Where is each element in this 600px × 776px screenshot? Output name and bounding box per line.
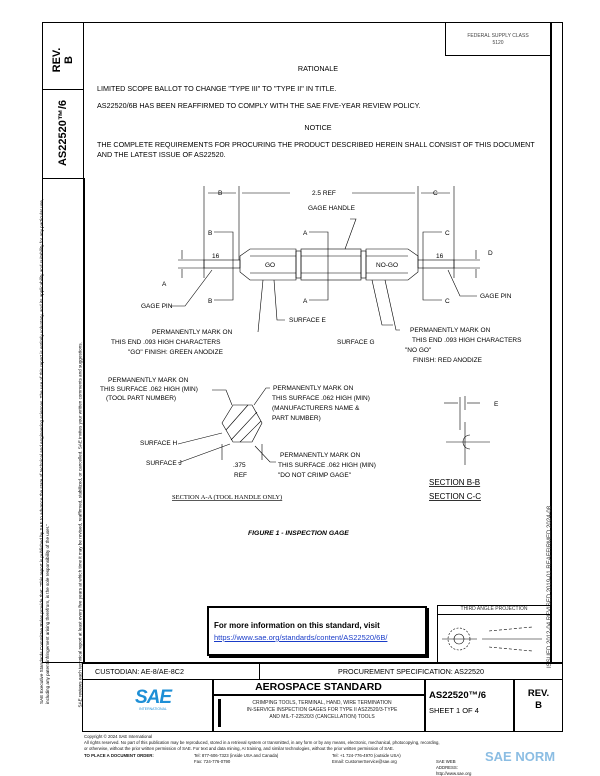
mfr-note-4: PART NUMBER)	[272, 415, 321, 422]
inspection-gage-drawing: B 2.5 REF C GAGE HANDLE B A C B A C A D …	[100, 186, 522, 537]
dim-2-5-ref: 2.5 REF	[312, 190, 336, 197]
finish-16-left: 16	[212, 253, 220, 260]
left-divider	[83, 178, 85, 663]
category: AEROSPACE STANDARD	[255, 681, 382, 693]
divider	[212, 679, 214, 732]
fsc-box	[445, 22, 551, 56]
sae-norm-watermark: SAE NORM	[485, 749, 556, 764]
mfr-note-2: THIS SURFACE .062 HIGH (MIN)	[272, 395, 370, 402]
go-label: GO	[265, 262, 275, 269]
notice-text: THE COMPLETE REQUIREMENTS FOR PROCURING …	[97, 140, 535, 159]
dim-b-label: B	[218, 190, 222, 197]
section-cc-title: SECTION C-C	[429, 492, 481, 501]
doc-number-box	[42, 89, 84, 179]
surface-e-label: SURFACE E	[289, 317, 327, 324]
rationale-1: LIMITED SCOPE BALLOT TO CHANGE "TYPE III…	[97, 84, 337, 93]
dim-a-label: A	[162, 281, 167, 288]
section-a-bottom: A	[303, 298, 308, 305]
info-text: For more information on this standard, v…	[214, 621, 380, 630]
info-link[interactable]: https://www.sae.org/standards/content/AS…	[214, 633, 388, 642]
crimp-note-1: PERMANENTLY MARK ON	[280, 452, 361, 459]
crimp-note-3: "DO NOT CRIMP GAGE"	[278, 472, 352, 479]
projection-symbol-icon	[442, 626, 542, 652]
gage-handle-label: GAGE HANDLE	[308, 205, 356, 212]
nogo-note-2: THIS END .093 HIGH CHARACTERS	[412, 337, 522, 344]
divider	[212, 694, 425, 696]
surface-j-label: SURFACE J	[146, 460, 182, 467]
finish-16-right: 16	[436, 253, 444, 260]
figure-caption: FIGURE 1 - INSPECTION GAGE	[248, 530, 349, 537]
doc-number: AS22520™/6	[429, 690, 487, 701]
crimp-note-2: THIS SURFACE .062 HIGH (MIN)	[278, 462, 376, 469]
dim-e-label: E	[494, 401, 499, 408]
sae-logo: SAE INTERNATIONAL	[134, 687, 172, 711]
document-title: CRIMPING TOOLS, TERMINAL, HAND, WIRE TER…	[246, 700, 398, 720]
divider	[424, 679, 426, 732]
section-bb-title: SECTION B-B	[429, 478, 480, 487]
no-go-label: NO-GO	[376, 262, 398, 269]
title-bar	[218, 699, 221, 727]
section-c-bottom: C	[445, 298, 450, 305]
title-block	[82, 679, 563, 732]
go-note-2: THIS END .093 HIGH CHARACTERS	[111, 339, 221, 346]
dim-375: .375	[233, 462, 246, 469]
rationale-heading: RATIONALE	[297, 64, 339, 73]
gage-pin-left: GAGE PIN	[141, 303, 173, 310]
custodian: CUSTODIAN: AE-8/AE-8C2	[95, 667, 184, 676]
part-note-1: PERMANENTLY MARK ON	[108, 377, 189, 384]
divider	[513, 679, 515, 732]
dim-375-ref: REF	[234, 472, 247, 479]
section-b-top: B	[208, 230, 212, 237]
part-note-2: THIS SURFACE .062 HIGH (MIN)	[100, 386, 198, 393]
dim-c-label: C	[433, 190, 438, 197]
mfr-note-1: PERMANENTLY MARK ON	[273, 385, 354, 392]
projection-label: THIRD ANGLE PROJECTION	[437, 606, 551, 615]
procurement: PROCUREMENT SPECIFICATION: AS22520	[338, 667, 484, 676]
right-divider	[550, 22, 552, 663]
part-note-3: (TOOL PART NUMBER)	[106, 395, 176, 402]
surface-g-label: SURFACE G	[337, 339, 375, 346]
section-c-top: C	[445, 230, 450, 237]
projection-box	[437, 605, 551, 663]
mfr-note-3: (MANUFACTURERS NAME &	[272, 405, 360, 412]
nogo-note-3: "NO GO"	[405, 347, 432, 354]
page-frame	[42, 22, 563, 663]
nogo-note-1: PERMANENTLY MARK ON	[410, 327, 491, 334]
footer: Copyright © 2024 SAE International All r…	[84, 734, 472, 776]
go-note-3: "GO" FINISH: GREEN ANODIZE	[128, 349, 224, 356]
go-note-1: PERMANENTLY MARK ON	[152, 329, 233, 336]
gage-pin-right: GAGE PIN	[480, 293, 512, 300]
surface-h-label: SURFACE H	[140, 440, 178, 447]
section-b-bottom: B	[208, 298, 212, 305]
notice-heading: NOTICE	[304, 123, 332, 132]
dim-d-label: D	[488, 250, 493, 257]
rationale-2: AS22520/6B HAS BEEN REAFFIRMED TO COMPLY…	[97, 101, 421, 110]
section-aa-title: SECTION A-A (TOOL HANDLE ONLY)	[172, 494, 282, 501]
info-box	[207, 606, 427, 656]
section-a-top: A	[303, 230, 308, 237]
sheet-number: SHEET 1 OF 4	[429, 706, 479, 715]
rev: REV.B	[527, 688, 550, 711]
nogo-note-4: FINISH: RED ANODIZE	[413, 357, 483, 364]
